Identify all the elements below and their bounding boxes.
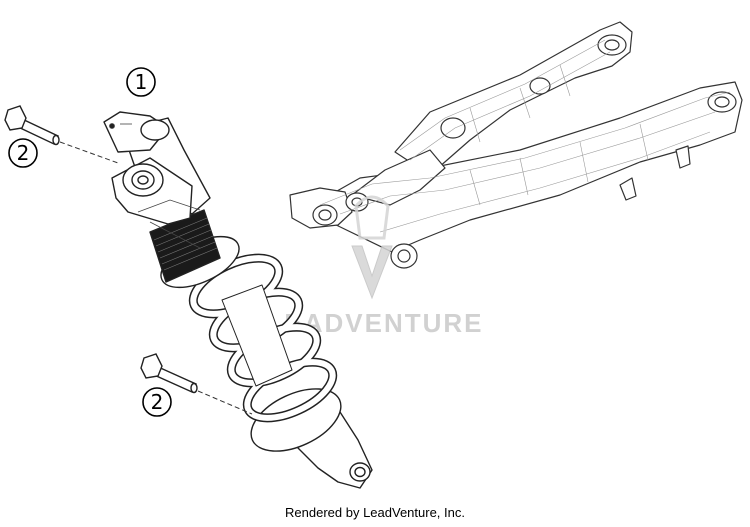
callout-2-upper-label: 2 <box>17 141 30 165</box>
shock-detail-lines <box>109 123 201 249</box>
upper-bolt[interactable] <box>4 105 60 146</box>
callout-2-lower-label: 2 <box>151 390 164 414</box>
swingarm[interactable] <box>289 21 743 269</box>
callout-2-upper: 2 <box>8 138 38 168</box>
lower-bolt-leader <box>197 390 253 415</box>
shock-absorber[interactable] <box>103 111 373 489</box>
upper-bolt-leader <box>59 141 119 164</box>
callout-2-lower: 2 <box>142 387 172 417</box>
callout-1: 1 <box>126 67 156 97</box>
lower-bolt[interactable] <box>140 353 198 394</box>
footer-credit: Rendered by LeadVenture, Inc. <box>285 505 465 520</box>
swingarm-detail-lines <box>319 39 731 233</box>
callout-1-label: 1 <box>135 70 148 94</box>
